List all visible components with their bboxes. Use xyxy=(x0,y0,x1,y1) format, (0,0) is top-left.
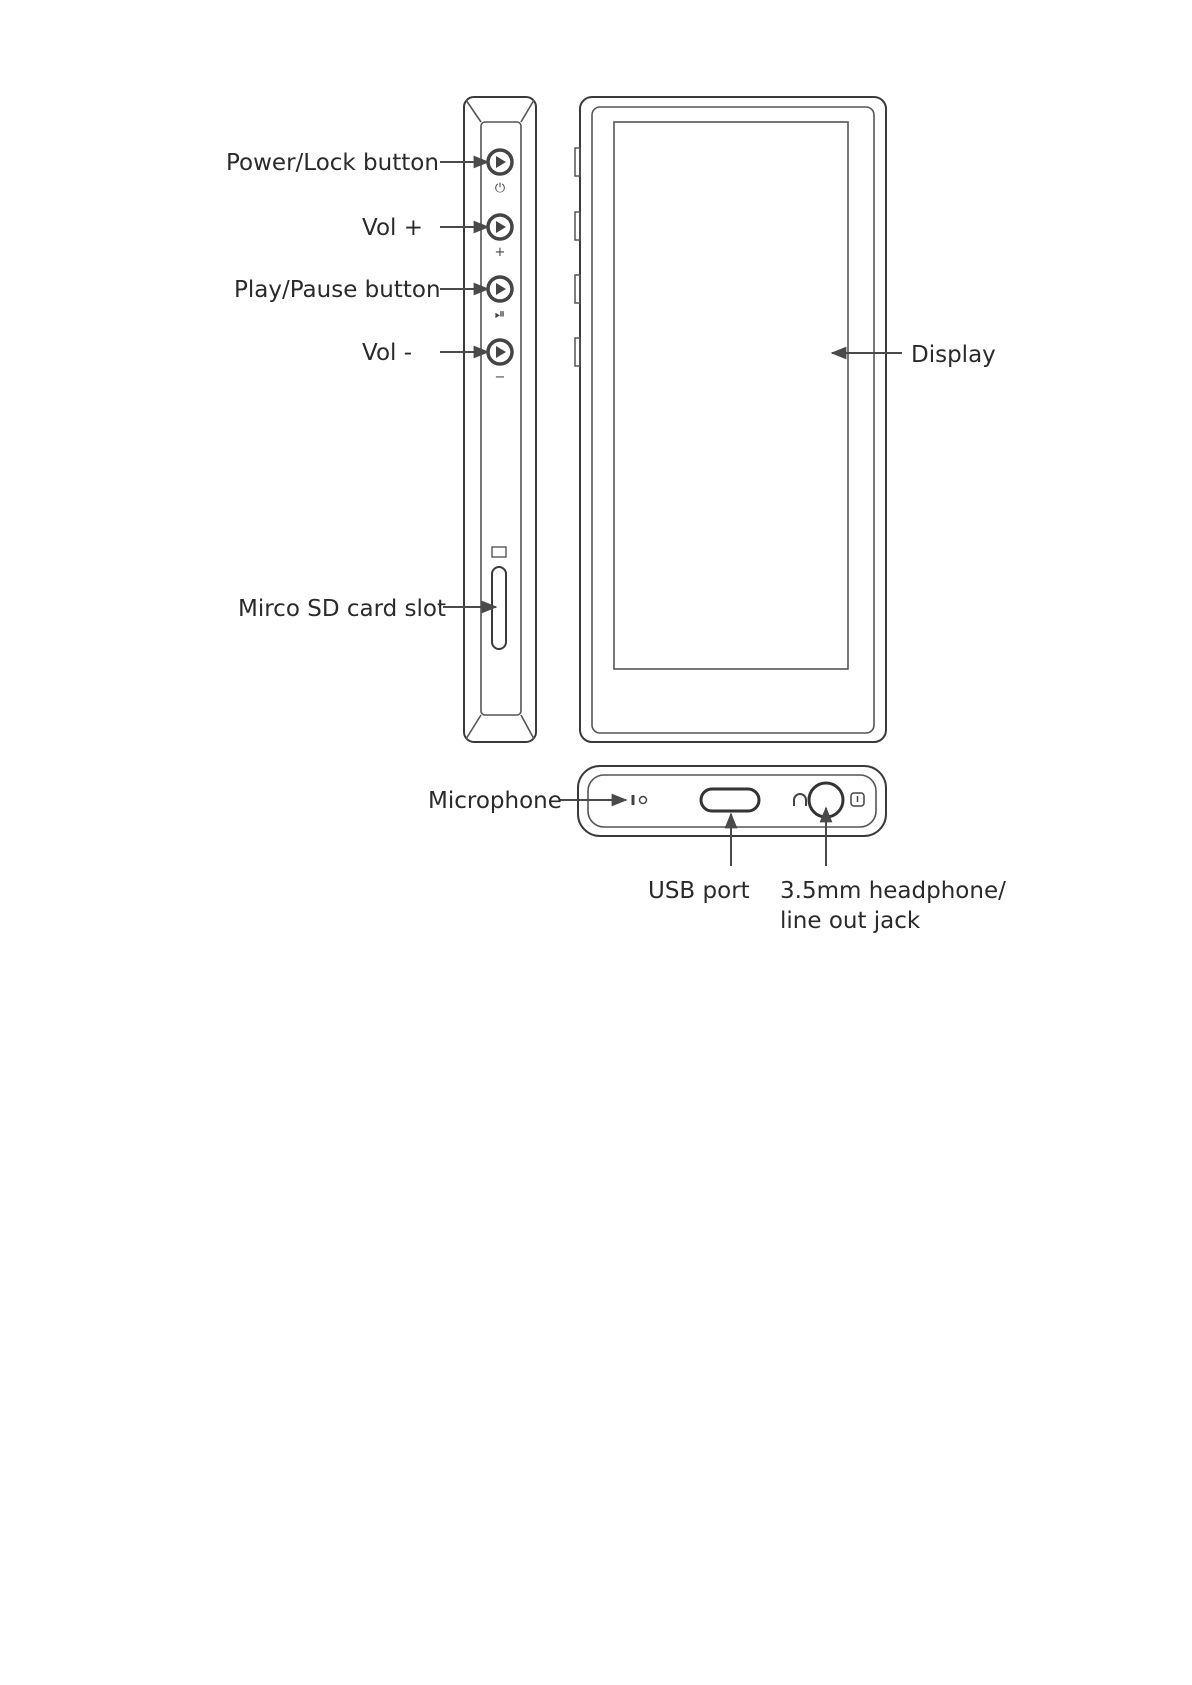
label-vol-plus: Vol + xyxy=(362,215,423,241)
usb-port[interactable] xyxy=(701,789,759,811)
bevel-line xyxy=(521,715,534,739)
label-display: Display xyxy=(911,342,996,368)
line-out-icon xyxy=(851,793,864,806)
microphone-hole xyxy=(633,795,647,805)
front-button-bump xyxy=(575,212,580,240)
headphone-icon xyxy=(794,794,806,806)
label-jack-line1: 3.5mm headphone/ xyxy=(780,878,1006,904)
power-symbol-icon: ⏻ xyxy=(495,181,505,196)
sd-card-slot[interactable] xyxy=(492,547,506,649)
plus-symbol-icon: + xyxy=(495,245,506,260)
side-view: ⏻ + ⏯ − xyxy=(464,97,536,742)
label-jack-line2: line out jack xyxy=(780,908,921,934)
label-play-pause: Play/Pause button xyxy=(234,277,441,303)
bevel-line xyxy=(466,715,481,739)
front-button-bump xyxy=(575,338,580,366)
side-body-inner xyxy=(481,122,521,715)
front-button-bump xyxy=(575,148,580,176)
label-sd-slot: Mirco SD card slot xyxy=(238,596,446,622)
front-body-inner xyxy=(592,107,874,733)
minus-symbol-icon: − xyxy=(495,370,506,385)
play-pause-symbol-icon: ⏯ xyxy=(495,307,505,322)
label-vol-minus: Vol - xyxy=(362,340,412,366)
label-usb-port: USB port xyxy=(648,878,750,904)
label-microphone: Microphone xyxy=(428,788,562,814)
play-pause-button[interactable]: ⏯ xyxy=(488,277,512,322)
sd-card-icon xyxy=(492,547,506,557)
display-screen[interactable] xyxy=(614,122,848,669)
vol-plus-button[interactable]: + xyxy=(488,215,512,260)
front-button-bump xyxy=(575,275,580,303)
bevel-line xyxy=(521,100,534,122)
front-body-outline xyxy=(580,97,886,742)
label-power-lock: Power/Lock button xyxy=(226,150,439,176)
power-lock-button[interactable]: ⏻ xyxy=(488,150,512,196)
front-view xyxy=(575,97,886,742)
vol-minus-button[interactable]: − xyxy=(488,340,512,385)
bevel-line xyxy=(466,100,481,122)
